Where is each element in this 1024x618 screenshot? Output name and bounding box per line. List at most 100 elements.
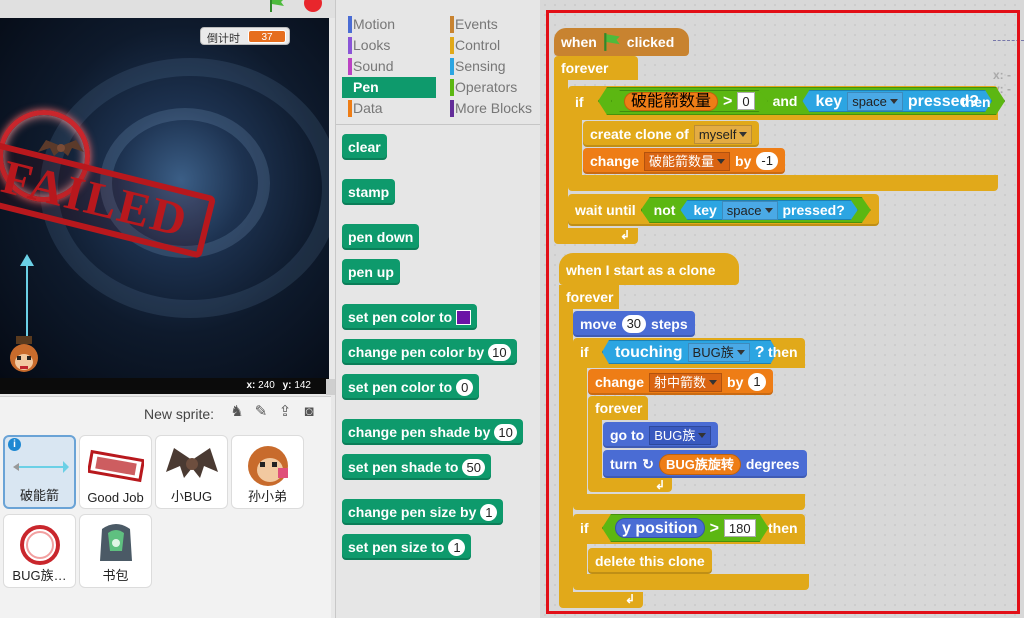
variable-reporter[interactable]: 破能箭数量 <box>624 92 718 111</box>
new-sprite-tools: ♞ ✎ ⇪ ◙ <box>228 402 318 421</box>
sprite-tile-1[interactable]: Good Job <box>79 435 152 509</box>
block-set-pen-size[interactable]: set pen size to 1 <box>342 534 472 560</box>
forever-arm <box>554 80 568 230</box>
create-clone-block[interactable]: create clone of myself <box>583 121 760 147</box>
category-data[interactable]: Data <box>342 98 436 119</box>
forever-foot-3 <box>588 478 672 492</box>
sprite-name: 书包 <box>102 568 129 583</box>
number-input[interactable]: 30 <box>621 315 647 333</box>
go-to-block[interactable]: go to BUG族 <box>603 422 719 448</box>
block-label: turn <box>610 456 638 472</box>
hat-when-flag-clicked[interactable] <box>554 28 689 56</box>
failed-thumb <box>88 449 144 483</box>
block-pen-down[interactable]: pen down <box>342 224 420 250</box>
number-input[interactable]: 10 <box>494 423 517 441</box>
value-input[interactable]: 180 <box>724 519 756 537</box>
number-input[interactable]: 0 <box>456 378 474 396</box>
variable-dropdown[interactable]: 射中箭数 <box>649 372 723 392</box>
wait-until-block[interactable]: wait until not key space pressed? <box>568 194 879 226</box>
hat-when-start-as-clone[interactable] <box>559 253 739 285</box>
forever-block-2[interactable] <box>559 285 619 309</box>
block-label: forever <box>561 60 609 76</box>
block-label: key <box>815 92 843 110</box>
category-pen[interactable]: Pen <box>342 77 436 98</box>
stage[interactable]: FAILED 倒计时 37 <box>0 18 329 378</box>
sprite-tile-2[interactable]: 小BUG <box>155 435 228 509</box>
go-to-dropdown[interactable]: BUG族 <box>649 425 712 445</box>
category-sound[interactable]: Sound <box>342 56 436 77</box>
move-steps-block[interactable]: move 30 steps <box>573 311 695 337</box>
color-swatch[interactable] <box>456 309 472 325</box>
block-pen-up[interactable]: pen up <box>342 259 400 285</box>
info-icon[interactable]: i <box>8 438 21 451</box>
block-set-pen-shade[interactable]: set pen shade to 50 <box>342 454 491 480</box>
category-events[interactable]: Events <box>444 14 538 35</box>
forever-block-3[interactable] <box>588 396 648 420</box>
block-set-pen-color-swatch[interactable]: set pen color to <box>342 304 478 330</box>
key-dropdown[interactable]: space <box>847 92 903 111</box>
stage-coordinates: x: 240 y: 142 <box>0 378 329 394</box>
change-var-block[interactable]: change 破能箭数量 by -1 <box>583 148 785 174</box>
category-looks[interactable]: Looks <box>342 35 436 56</box>
number-input[interactable]: 1 <box>448 538 466 556</box>
block-change-pen-size[interactable]: change pen size by 1 <box>342 499 504 525</box>
block-clear[interactable]: clear <box>342 134 387 160</box>
number-input[interactable]: 10 <box>488 343 511 361</box>
number-input[interactable]: 1 <box>748 373 766 391</box>
category-more-blocks[interactable]: More Blocks <box>444 98 538 119</box>
forever-block[interactable] <box>554 56 638 80</box>
number-input[interactable]: 1 <box>480 503 498 521</box>
block-label: clicked <box>626 34 675 50</box>
block-label: change <box>590 153 640 169</box>
sprite-tile-0[interactable]: i 破能箭 <box>3 435 76 509</box>
value-input[interactable]: 0 <box>737 92 754 110</box>
timer-label: 倒计时 <box>207 33 240 45</box>
block-label: touching <box>615 343 683 361</box>
category-control[interactable]: Control <box>444 35 538 56</box>
clone-target-dropdown[interactable]: myself <box>693 124 753 144</box>
y-position-reporter[interactable]: y position <box>615 518 705 538</box>
category-operators[interactable]: Operators <box>444 77 538 98</box>
block-label: if <box>575 94 584 110</box>
block-label: if <box>580 520 589 536</box>
delete-clone-block[interactable]: delete this clone <box>588 548 712 574</box>
block-stamp[interactable]: stamp <box>342 179 396 205</box>
block-change-pen-shade[interactable]: change pen shade by 10 <box>342 419 523 445</box>
sprite-tile-5[interactable]: 书包 <box>79 514 152 588</box>
sprite-tile-3[interactable]: 孙小弟 <box>231 435 304 509</box>
change-hit-count-block[interactable]: change 射中箭数 by 1 <box>588 369 773 395</box>
camera-icon[interactable]: ◙ <box>304 402 314 420</box>
key-pressed-reporter[interactable]: key space pressed? <box>680 200 857 220</box>
and-operator[interactable]: 破能箭数量 > 0 and key space pressed? <box>598 87 1005 115</box>
operator-symbol: > <box>723 92 733 110</box>
block-label: clear <box>348 139 381 155</box>
not-operator[interactable]: not key space pressed? <box>641 197 871 223</box>
touching-dropdown[interactable]: BUG族 <box>688 343 750 362</box>
green-flag-icon[interactable] <box>268 0 286 12</box>
category-sensing[interactable]: Sensing <box>444 56 538 77</box>
block-label: set pen shade to <box>348 459 459 475</box>
if-arm <box>568 120 582 176</box>
upload-icon[interactable]: ⇪ <box>278 403 292 420</box>
block-label: degrees <box>745 456 800 472</box>
block-set-pen-color-number[interactable]: set pen color to 0 <box>342 374 480 400</box>
block-label: ? <box>754 343 765 361</box>
turn-block[interactable]: turn ↻ BUG族旋转 degrees <box>603 450 807 478</box>
stop-icon[interactable] <box>304 0 322 12</box>
stage-toolbar <box>0 0 335 18</box>
category-motion[interactable]: Motion <box>342 14 436 35</box>
variable-dropdown[interactable]: 破能箭数量 <box>644 151 731 171</box>
choose-sprite-icon[interactable]: ♞ <box>230 403 244 420</box>
paint-brush-icon[interactable]: ✎ <box>254 403 268 420</box>
sprite-tile-4[interactable]: BUG族… <box>3 514 76 588</box>
block-change-pen-color[interactable]: change pen color by 10 <box>342 339 517 365</box>
number-input[interactable]: -1 <box>756 152 778 170</box>
gt-operator[interactable]: 破能箭数量 > 0 <box>611 90 768 112</box>
touching-reporter[interactable]: touching BUG族 ? <box>602 340 778 364</box>
key-pressed-reporter[interactable]: key space pressed? <box>802 90 992 112</box>
collapse-handle[interactable] <box>326 379 335 395</box>
key-dropdown[interactable]: space <box>722 201 778 220</box>
gt-operator-2[interactable]: y position > 180 <box>602 514 769 542</box>
number-input[interactable]: 50 <box>462 458 485 476</box>
variable-reporter[interactable]: BUG族旋转 <box>658 453 741 475</box>
